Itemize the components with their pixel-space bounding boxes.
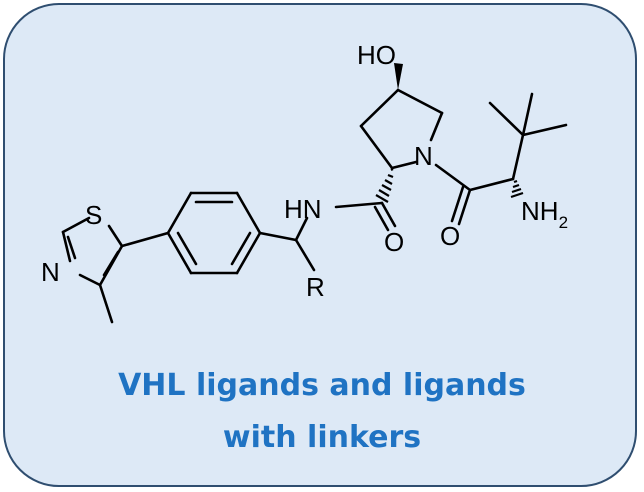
amide-bonds [334, 201, 397, 232]
tert-leucine-bonds [434, 92, 568, 226]
hash-bond-amide [375, 168, 394, 203]
thiazole-n-label: N [41, 257, 60, 287]
amine-subscript: 2 [559, 213, 568, 232]
pyrrolidine-n-label: N [414, 141, 433, 171]
benzene-ring [166, 191, 262, 275]
caption-line-2: with linkers [222, 420, 422, 455]
amide-nh-label: HN [284, 194, 322, 224]
benzylic-bonds [258, 216, 316, 272]
thiazole-s-label: S [85, 200, 102, 230]
r-group-label: R [306, 272, 325, 302]
amine-label: NH2 [521, 196, 568, 232]
pyrrolidine-ring [359, 88, 444, 170]
amine-nh: NH [521, 196, 559, 226]
hydroxyl-label: HO [357, 40, 396, 70]
wedge-bond-oh [394, 63, 403, 90]
hash-bond-amine [510, 179, 524, 199]
biaryl-bond [120, 231, 170, 248]
ketone-o-label: O [440, 221, 460, 251]
thiazole-ring [61, 216, 124, 324]
amide-o-label: O [384, 227, 404, 257]
ligand-card [3, 3, 637, 487]
caption-line-1: VHL ligands and ligands [118, 368, 526, 403]
